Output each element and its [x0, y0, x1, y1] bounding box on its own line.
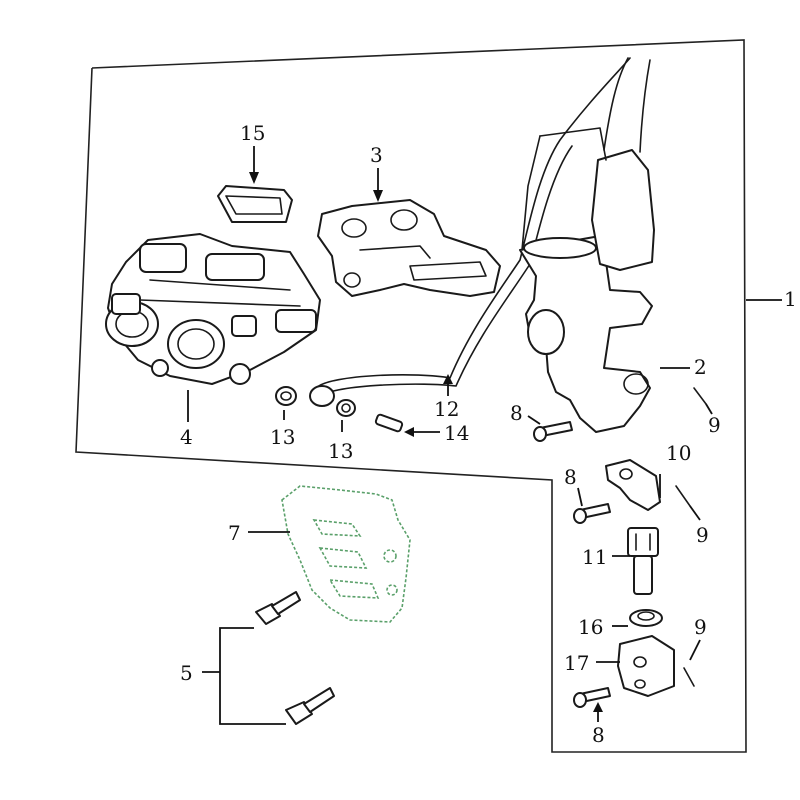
part-13-washer-left	[275, 386, 297, 406]
callout-13b: 13	[328, 439, 353, 463]
part-14-bleed-screw	[374, 413, 404, 433]
callout-2: 2	[694, 355, 707, 379]
callout-9c: 9	[694, 615, 707, 639]
part-5-screw-lower	[285, 687, 335, 725]
leader-9b	[689, 505, 701, 521]
part-2-master-cylinder	[519, 57, 655, 433]
leader-5	[219, 627, 286, 725]
part-11-rod	[627, 527, 659, 595]
callout-11: 11	[582, 545, 607, 569]
part-8-bolt-upper	[533, 421, 573, 442]
part-10-lever-bracket	[605, 459, 661, 511]
part-12-hose	[309, 57, 631, 407]
callout-15: 15	[240, 121, 265, 145]
leader-9a	[705, 403, 713, 415]
leader-8a	[527, 415, 541, 425]
callout-16: 16	[578, 615, 603, 639]
callout-5: 5	[180, 661, 193, 685]
part-9-pin-middle	[675, 485, 691, 507]
part-8-bolt-middle	[573, 503, 611, 524]
part-3-bracket	[317, 199, 501, 297]
callout-3: 3	[370, 143, 383, 167]
part-16-nut	[629, 609, 663, 627]
assembly-frame	[75, 39, 747, 753]
callout-8b: 8	[564, 465, 577, 489]
part-9-pin-upper	[693, 387, 707, 405]
callout-7: 7	[228, 521, 241, 545]
callout-17: 17	[564, 651, 589, 675]
part-17-switch-housing	[617, 635, 675, 697]
part-7-cover-plate	[281, 485, 411, 623]
part-8-bolt-lower	[573, 687, 611, 708]
callout-8a: 8	[510, 401, 523, 425]
callout-4: 4	[180, 425, 193, 449]
callout-10: 10	[666, 441, 691, 465]
part-13-washer-right	[336, 399, 356, 417]
callout-8c: 8	[592, 723, 605, 747]
part-9-pin-lower	[683, 667, 695, 687]
callout-13a: 13	[270, 425, 295, 449]
callout-9b: 9	[696, 523, 709, 547]
part-4-caliper	[105, 233, 321, 385]
callout-12: 12	[434, 397, 459, 421]
part-15-gasket	[217, 185, 293, 223]
part-5-screw-upper	[255, 591, 301, 625]
callout-1: 1	[784, 287, 797, 311]
callout-9a: 9	[708, 413, 721, 437]
leader-9c	[689, 639, 701, 661]
leader-8b	[577, 487, 583, 507]
callout-14: 14	[444, 421, 469, 445]
